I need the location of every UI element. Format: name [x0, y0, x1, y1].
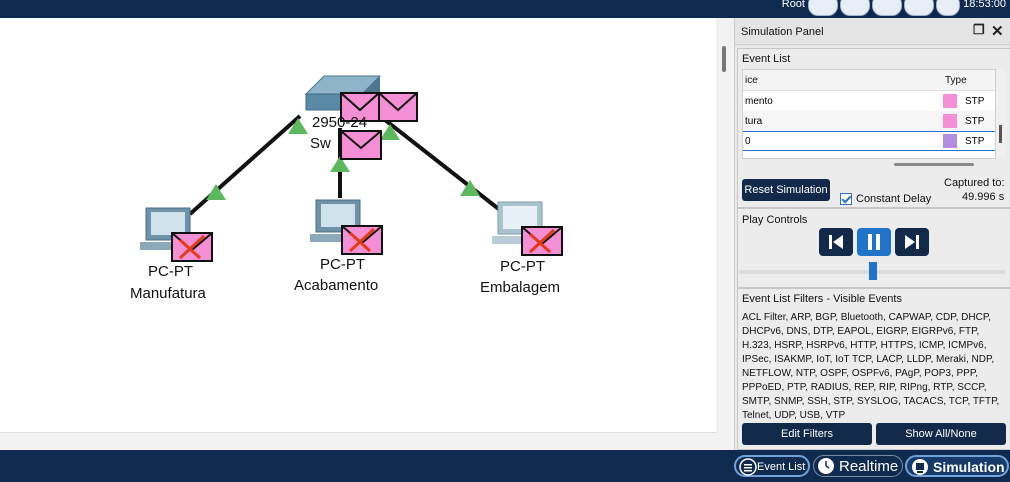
column-device: ice	[745, 75, 758, 86]
step-forward-icon	[905, 235, 919, 249]
topology-drawing	[140, 75, 563, 262]
pc-name-label: Manufatura	[130, 285, 206, 302]
link-up-indicator	[330, 156, 350, 172]
undock-icon[interactable]: ❐	[973, 22, 985, 37]
event-list-table[interactable]: ice Type mento STP tura STP 0 STP	[742, 69, 996, 159]
list-icon	[739, 458, 757, 476]
simulation-label: Simulation	[933, 459, 1005, 475]
pdu-dropped-icon	[521, 226, 563, 256]
reset-simulation-button[interactable]: Reset Simulation	[742, 179, 830, 201]
event-color-swatch	[943, 94, 957, 108]
pc-name-label: Embalagem	[480, 279, 561, 296]
pause-icon	[868, 234, 880, 250]
canvas-horizontal-scrollbar[interactable]	[0, 432, 728, 451]
pdu-dropped-icon	[341, 225, 383, 255]
event-color-swatch	[943, 114, 957, 128]
mode-bar: Event List Realtime Simulation	[0, 450, 1010, 482]
simulation-panel: Simulation Panel ❐ ✕ Event List ice Type…	[734, 18, 1010, 450]
pause-button[interactable]	[857, 228, 891, 256]
constant-delay-checkbox[interactable]	[840, 193, 852, 205]
event-list-hscroll-thumb[interactable]	[894, 163, 974, 166]
table-row[interactable]: mento STP	[743, 91, 995, 111]
user-label: Root	[781, 0, 805, 10]
edit-filters-button[interactable]: Edit Filters	[742, 423, 872, 445]
scroll-thumb[interactable]	[999, 125, 1002, 143]
step-back-button[interactable]	[819, 228, 853, 256]
pc-embalagem-device	[492, 201, 548, 244]
link-up-indicator	[288, 118, 308, 134]
event-device: mento	[745, 96, 773, 107]
captured-label: Captured to:	[944, 177, 1005, 189]
table-header: ice Type	[743, 70, 995, 91]
canvas-vertical-scrollbar[interactable]	[716, 18, 734, 450]
globe-icon[interactable]	[936, 0, 960, 16]
event-list-title: Event List	[742, 53, 791, 65]
move-icon[interactable]	[872, 0, 902, 16]
event-color-swatch	[943, 134, 957, 148]
constant-delay-label: Constant Delay	[856, 193, 932, 205]
pdu-envelope-icon	[378, 92, 418, 122]
event-type: STP	[965, 96, 985, 107]
event-filters-section: Event List Filters - Visible Events ACL …	[737, 288, 1010, 450]
clock-icon	[818, 458, 834, 474]
event-type: STP	[965, 116, 985, 127]
step-back-icon	[829, 235, 843, 249]
column-type: Type	[945, 75, 967, 86]
pc-type-label: PC-PT	[320, 256, 365, 273]
captured-value: 49.996 s	[962, 191, 1005, 203]
table-row-selected[interactable]: 0 STP	[743, 131, 995, 151]
link-up-indicator	[206, 184, 226, 200]
link-switch-embalagem	[378, 114, 502, 212]
panel-header: Simulation Panel ❐ ✕	[735, 18, 1010, 45]
scroll-thumb[interactable]	[722, 46, 726, 72]
simulation-icon	[912, 459, 928, 475]
event-type: STP	[965, 136, 985, 147]
filters-title: Event List Filters - Visible Events	[742, 293, 902, 305]
event-list-label: Event List	[757, 461, 806, 473]
pdu-envelope-icon	[340, 130, 382, 160]
switch-model-label: 2950-24	[312, 114, 368, 131]
link-up-indicator	[460, 180, 480, 196]
link-up-indicator	[380, 124, 400, 140]
event-device: tura	[745, 116, 763, 127]
event-list-toggle[interactable]: Event List	[734, 455, 810, 477]
simulation-mode-button[interactable]: Simulation	[905, 455, 1009, 477]
undo-icon[interactable]	[808, 0, 838, 16]
topology-canvas[interactable]: 2950-24 Sw PC-PT Manufatura PC-PT Acabam…	[0, 18, 716, 432]
clock: 18:53:00	[963, 0, 1006, 10]
cloud-icon[interactable]	[840, 0, 870, 16]
pc-name-label: Acabamento	[294, 277, 379, 294]
panel-title: Simulation Panel	[741, 26, 824, 38]
top-bar: Root 18:53:00	[0, 0, 1010, 18]
pdu-envelope-icon	[340, 92, 380, 122]
realtime-label: Realtime	[839, 458, 899, 475]
event-list-scrollbar[interactable]	[996, 69, 1006, 157]
visible-events-list: ACL Filter, ARP, BGP, Bluetooth, CAPWAP,…	[742, 312, 1000, 421]
table-row[interactable]: tura STP	[743, 111, 995, 131]
step-forward-button[interactable]	[895, 228, 929, 256]
event-list-section: Event List ice Type mento STP tura STP 0…	[737, 48, 1010, 208]
pdu-dropped-icon	[171, 232, 213, 262]
speed-slider-thumb[interactable]	[869, 262, 877, 280]
close-icon[interactable]: ✕	[991, 23, 1004, 40]
event-device: 0	[745, 136, 751, 147]
realtime-mode-button[interactable]: Realtime	[813, 455, 903, 477]
pc-type-label: PC-PT	[500, 258, 545, 275]
show-all-none-button[interactable]: Show All/None	[876, 423, 1006, 445]
pc-type-label: PC-PT	[148, 263, 193, 280]
switch-name-label: Sw	[310, 135, 331, 152]
image-icon[interactable]	[904, 0, 934, 16]
play-controls-title: Play Controls	[742, 214, 808, 226]
